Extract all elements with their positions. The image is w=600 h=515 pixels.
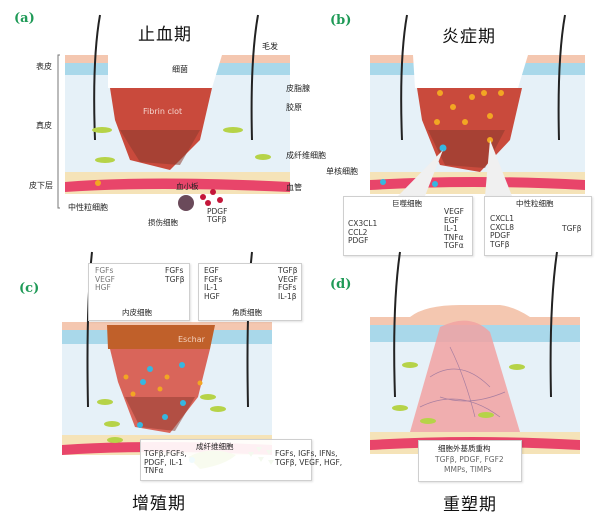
skin-illustration-proliferation (62, 251, 274, 469)
receptor: TGFβ,FGFs, (144, 449, 187, 458)
secreted-list: TGFβ (562, 224, 582, 234)
callout-title: 巨噬细胞 (392, 199, 422, 208)
label-neutrophil: 中性粒细胞 (68, 203, 108, 212)
panel-title: 炎症期 (442, 27, 496, 47)
callout-factor: TGFβ (207, 215, 227, 224)
eschar-label: Eschar (178, 335, 205, 344)
factor: EGF (444, 215, 459, 225)
callout-endothelial (88, 263, 190, 321)
panel-label: (b) (330, 13, 352, 28)
blood-vessel (65, 178, 290, 192)
callout-macrophage (343, 196, 473, 256)
receptor: PDGF, IL-1 (144, 457, 183, 467)
label-monocyte: 单核细胞 (326, 167, 358, 176)
callout-title: 成纤维细胞 (196, 442, 234, 451)
factor: FGFs (278, 283, 297, 292)
receptor: FGFs (95, 266, 114, 275)
receptor: TGFβ (490, 239, 510, 249)
label-bacteria: 细菌 (172, 65, 188, 74)
label-sebaceous-gland: 皮脂腺 (286, 84, 310, 93)
factor: TGFβ (278, 266, 298, 275)
factor: TGFβ (165, 274, 185, 284)
receptor: CXCL1 (490, 214, 515, 223)
receptor: TNFα (144, 466, 164, 475)
factor: TGFβ (562, 224, 582, 233)
layer-label-hypodermis: 皮下层 (29, 181, 53, 190)
callout-title: 中性粒细胞 (516, 199, 554, 208)
panel-title: 重塑期 (443, 495, 497, 515)
factor: IL-1β (278, 291, 297, 301)
platelet-icon (178, 195, 194, 211)
callout-title: 内皮细胞 (122, 308, 152, 317)
receptor: CXCL8 (490, 222, 515, 232)
panel-title: 止血期 (138, 25, 192, 45)
callout-fibroblast (140, 439, 312, 481)
receptor: HGF (95, 283, 111, 292)
callout-keratinocyte (198, 263, 302, 321)
factor: TGFβ, VEGF, HGF, (275, 457, 343, 467)
layer-label-dermis: 真皮 (36, 121, 52, 130)
eschar (107, 325, 215, 349)
layer-label-epidermis: 表皮 (36, 62, 52, 71)
factor: IL-1 (444, 224, 458, 233)
panel-label: (c) (19, 281, 40, 296)
skin-illustration-hemostasis (57, 14, 290, 211)
receptor: PDGF (490, 231, 511, 240)
receptor: FGFs (204, 274, 223, 284)
label-hair: 毛发 (262, 42, 278, 51)
callout-neutrophil (484, 196, 592, 256)
ecm-region (410, 320, 520, 432)
receptor: PDGF (348, 236, 369, 245)
factor: FGFs (165, 266, 184, 275)
panel-label: (a) (14, 11, 35, 26)
factor: VEGF (278, 274, 298, 284)
factor: FGFs, IGFs, IFNs, (275, 449, 338, 458)
callout-title: 角质细胞 (232, 308, 262, 317)
callout-factor: PDGF (207, 207, 228, 216)
panel-hemostasis: (a) 止血期 Fibrin clot 表皮 真皮 皮下层 毛发 细菌 皮脂腺 … (0, 0, 326, 257)
factor: TNFα (444, 232, 464, 242)
panel-label: (d) (330, 277, 352, 292)
receptor: IL-1 (204, 283, 218, 292)
callout-line: TGFβ, PDGF, FGF2 (435, 455, 504, 464)
label-collagen: 胶原 (286, 103, 302, 112)
fibrin-clot-label: Fibrin clot (143, 107, 183, 116)
label-fibroblast: 成纤维细胞 (286, 151, 326, 160)
panel-remodeling: (d) 重塑期 细胞外基质重构 TGFβ, PDGF, FGF2 MMPs, T… (300, 251, 600, 515)
panel-title: 增殖期 (132, 494, 186, 514)
label-blood-vessel: 血管 (286, 183, 302, 192)
receptor: EGF (204, 266, 219, 275)
receptor: HGF (204, 291, 220, 301)
callout-line: MMPs, TIMPs (444, 465, 492, 474)
factor: VEGF (444, 207, 464, 216)
callout-ecm-remodeling (418, 440, 522, 482)
callout-injured-cell: 损伤细胞 (148, 218, 178, 227)
receptor: CCL2 (348, 227, 368, 237)
factor: TGFα (444, 241, 464, 250)
receptor: VEGF (95, 274, 115, 284)
callout-title-platelet: 血小板 (176, 182, 199, 191)
receptor: CX3CL1 (348, 219, 378, 228)
skin-illustration-inflammation (370, 14, 585, 247)
callout-title: 细胞外基质重构 (438, 444, 491, 453)
secreted-list: FGFs, IGFs, IFNs,TGFβ, VEGF, HGF, (275, 449, 343, 467)
